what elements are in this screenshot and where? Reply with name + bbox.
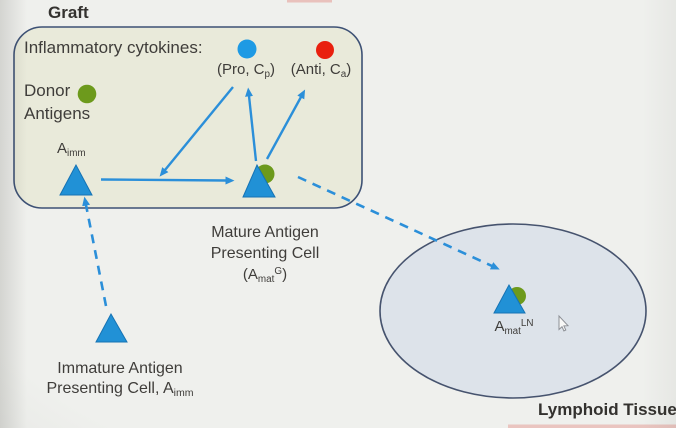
immature-line2-sub: imm <box>173 386 194 399</box>
graft-compartment <box>13 26 363 209</box>
cytokine-feedback-arrow <box>159 86 234 177</box>
donor-antigens-label-line2: Antigens <box>24 104 91 123</box>
immature-apc-caption-line1: Immature Antigen <box>57 360 183 377</box>
amatg-base: (A <box>242 266 258 283</box>
amatln-sub: mat <box>504 325 521 337</box>
mouse-cursor-icon <box>558 314 570 332</box>
amatln-base: A <box>494 318 505 335</box>
amatln-sup: LN <box>520 318 534 330</box>
lymph-apc-triangle <box>493 283 526 314</box>
immature-apc-caption: Immature Antigen Presenting Cell, Aimm <box>46 359 193 399</box>
lymph-apc-symbol: AmatLN <box>494 318 533 336</box>
anti-label-sub: a <box>340 68 347 80</box>
mature-apc-symbol: (AmatG) <box>211 264 320 285</box>
aimm-sub: imm <box>67 147 86 159</box>
immature-apc-symbol-graft: Aimm <box>57 140 86 158</box>
anti-cytokine-dot <box>316 41 334 59</box>
anti-label-text: (Anti, C <box>290 61 341 78</box>
migration-to-lymph-arrow <box>297 175 500 270</box>
mature-apc-caption-line2: Presenting Cell <box>210 245 320 262</box>
lymphoid-tissue-title: Lymphoid Tissue <box>538 400 676 419</box>
immature-apc-triangle-outside <box>95 312 128 343</box>
photo-artifact-top <box>287 0 332 3</box>
immature-line2-text: Presenting Cell, A <box>46 380 174 397</box>
mature-apc-caption: Mature Antigen Presenting Cell (AmatG) <box>211 222 320 285</box>
photo-artifact-bottom <box>508 424 676 428</box>
immature-apc-caption-line2: Presenting Cell, Aimm <box>46 379 193 399</box>
graft-title: Graft <box>48 3 89 22</box>
pro-cytokine-label: (Pro, Cp) <box>217 61 275 79</box>
amatg-sub: mat <box>257 273 275 285</box>
mature-apc-caption-line1: Mature Antigen <box>211 224 319 241</box>
anti-label-close: ) <box>346 61 352 78</box>
immature-apc-entry-arrow <box>82 196 108 307</box>
aimm-base: A <box>57 140 68 157</box>
immature-apc-triangle-graft <box>59 163 93 196</box>
pro-label-text: (Pro, C <box>216 61 265 78</box>
anti-cytokine-label: (Anti, Ca) <box>291 61 352 79</box>
pro-label-sub: p <box>264 68 271 80</box>
secrete-anti-cytokine-arrow <box>265 89 306 160</box>
secrete-pro-cytokine-arrow <box>245 87 258 162</box>
pro-cytokine-dot <box>237 39 257 59</box>
amatg-sup: G <box>274 266 283 278</box>
donor-antigen-dot <box>77 84 97 104</box>
donor-antigens-label-line1: Donor <box>24 81 71 100</box>
maturation-arrow <box>100 176 235 185</box>
mature-apc-triangle <box>242 163 276 198</box>
pro-label-close: ) <box>270 61 276 78</box>
amatg-close: ) <box>282 266 288 283</box>
cytokines-heading: Inflammatory cytokines: <box>24 38 203 57</box>
